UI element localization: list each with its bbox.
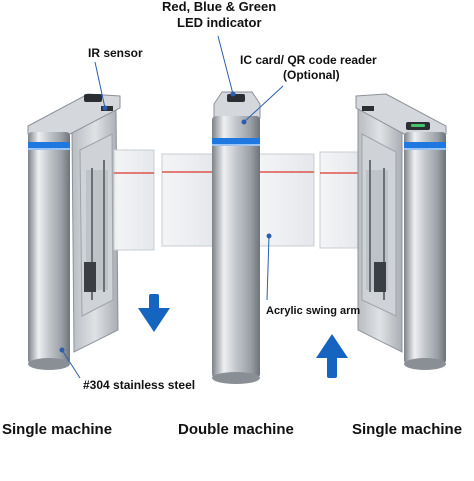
caption-right-single-machine: Single machine	[352, 421, 463, 438]
left-single-machine	[27, 93, 121, 370]
right-blue-led-strip	[404, 142, 446, 148]
callout-lines	[59, 35, 284, 379]
center-blue-led-strip	[212, 138, 260, 144]
led-indicator-label-line1: Red, Blue & Green	[162, 0, 277, 14]
center-led-window	[227, 94, 245, 102]
arrow-down-icon	[138, 294, 170, 332]
right-single-machine	[355, 93, 447, 370]
swing-arm-label: Acrylic swing arm	[266, 305, 361, 317]
center-right-swing-arm	[257, 153, 315, 247]
card-reader-label-line1: IC card/ QR code reader	[240, 53, 377, 67]
left-swing-arm	[113, 149, 155, 251]
ir-sensor-label: IR sensor	[88, 46, 143, 60]
arrow-up-icon	[316, 334, 348, 378]
center-machine-pillar	[212, 116, 260, 378]
right-swing-arm	[319, 151, 363, 249]
steel-callout-line	[61, 349, 81, 379]
left-machine-pillar	[28, 132, 70, 364]
card-reader-label-line2: (Optional)	[283, 68, 340, 82]
swing-arm-callout-line	[266, 235, 270, 301]
reader-callout-line	[243, 85, 284, 123]
caption-double-machine: Double machine	[178, 421, 294, 438]
right-machine-pillar	[404, 132, 446, 364]
caption-left-single-machine: Single machine	[2, 421, 113, 438]
ir-sensor-callout-line	[94, 61, 106, 109]
center-left-swing-arm	[161, 153, 217, 247]
led-callout-line	[217, 35, 234, 95]
left-led-window	[84, 94, 102, 102]
left-blue-led-strip	[28, 142, 70, 148]
center-double-machine	[212, 91, 261, 384]
led-indicator-label-line2: LED indicator	[177, 15, 262, 30]
stainless-steel-label: #304 stainless steel	[83, 378, 196, 392]
